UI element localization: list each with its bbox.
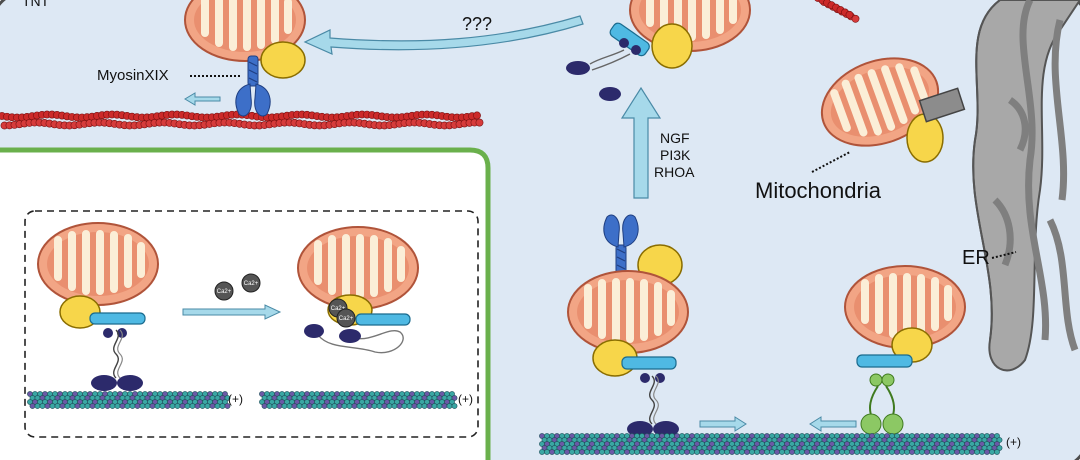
corner-label: TNT	[22, 0, 50, 9]
signal-label-3: RHOA	[654, 164, 695, 180]
kinesin-head-icon	[599, 87, 621, 101]
plus-end-label: (+)	[228, 392, 243, 406]
microtubule-icon	[27, 391, 230, 408]
miro-protein-icon	[857, 355, 912, 367]
er-label: ER	[962, 247, 990, 269]
miro-protein-icon	[90, 313, 145, 324]
microtubule-icon	[539, 433, 1002, 454]
calcium-ion-icon	[242, 274, 260, 292]
calcium-ion-icon	[337, 309, 355, 327]
microtubule-icon	[259, 391, 457, 408]
miro-protein-icon	[356, 314, 410, 325]
plus-end-label: (+)	[1006, 435, 1021, 449]
myosin-label: MyosinXIX	[97, 67, 169, 84]
calcium-ion-icon	[215, 282, 233, 300]
kinesin-head-icon	[566, 61, 590, 75]
plus-end-label: (+)	[458, 392, 473, 406]
miro-protein-icon	[622, 357, 676, 369]
adaptor-protein-icon	[907, 114, 943, 162]
signal-label-1: NGF	[660, 130, 690, 146]
adaptor-protein-icon	[652, 24, 692, 68]
kinesin-head-icon	[304, 324, 324, 338]
mitochondrion-icon	[568, 271, 688, 353]
mitochondria-label: Mitochondria	[755, 178, 882, 203]
kinesin-head-icon	[339, 329, 361, 343]
signal-label-2: PI3K	[660, 147, 691, 163]
mitochondrion-icon	[38, 223, 158, 305]
adaptor-protein-icon	[261, 42, 305, 78]
question-label: ???	[462, 14, 492, 34]
